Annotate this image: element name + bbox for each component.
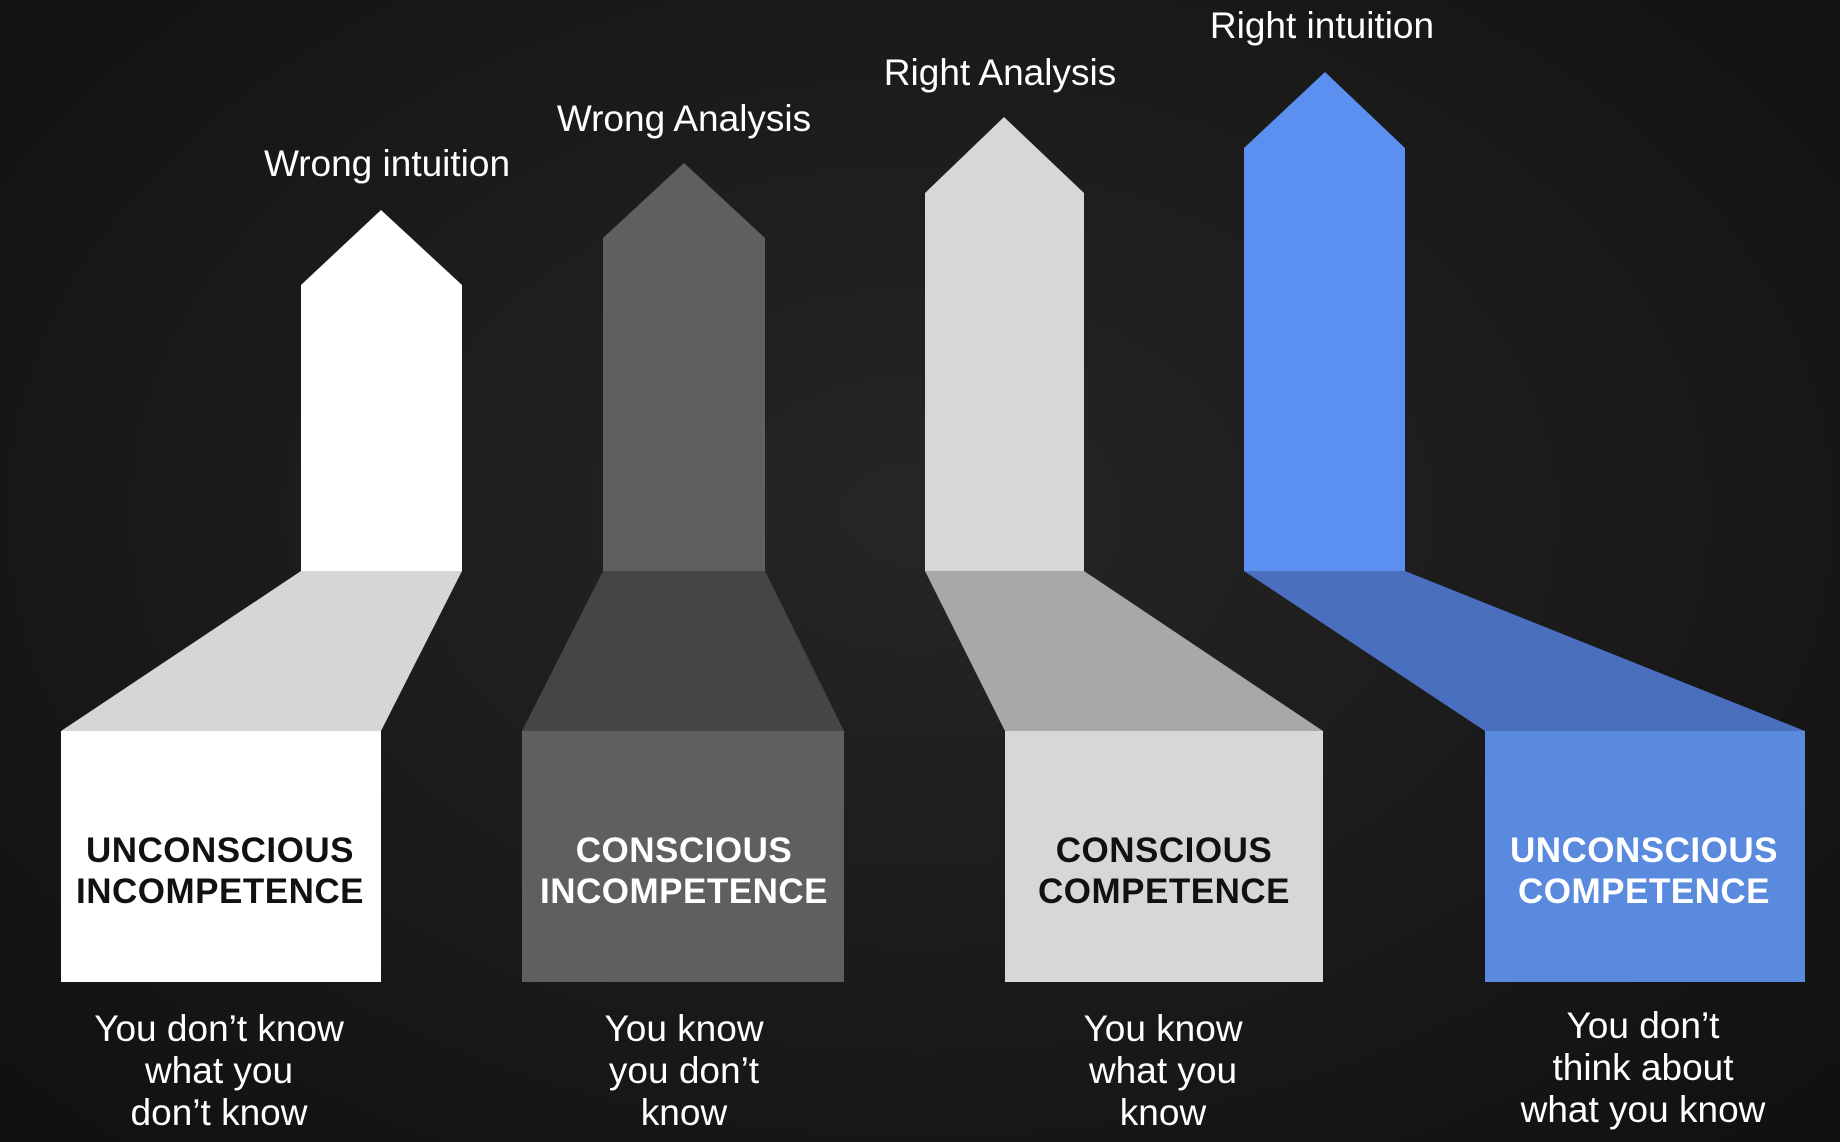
stage-label-unconscious-competence: UNCONSCIOUS COMPETENCE — [1510, 830, 1778, 912]
stage-label-line: COMPETENCE — [1518, 872, 1770, 911]
up-arrow-unconscious-competence — [1244, 72, 1405, 571]
description-line: don’t know — [130, 1092, 308, 1133]
stage-label-conscious-competence: CONSCIOUS COMPETENCE — [1038, 830, 1290, 912]
description-line: know — [1119, 1092, 1207, 1133]
stage-label-line: INCOMPETENCE — [76, 872, 364, 911]
up-arrow-conscious-competence — [925, 117, 1084, 571]
stage-unconscious-competence — [1244, 72, 1805, 982]
stage-conscious-incompetence — [522, 163, 844, 982]
description-unconscious-incompetence: You don’t know what you don’t know — [94, 1008, 344, 1134]
arrow-label-right-analysis: Right Analysis — [883, 52, 1117, 93]
stage-unconscious-incompetence — [61, 210, 462, 982]
stage-label-unconscious-incompetence: UNCONSCIOUS INCOMPETENCE — [76, 830, 364, 912]
stage-label-line: UNCONSCIOUS — [85, 831, 355, 870]
description-line: You know — [1083, 1008, 1243, 1049]
description-line: what you know — [1520, 1089, 1766, 1130]
box-conscious-competence — [1005, 731, 1323, 982]
description-conscious-incompetence: You know you don’t know — [604, 1008, 763, 1134]
stage-label-conscious-incompetence: CONSCIOUS INCOMPETENCE — [540, 830, 828, 912]
box-unconscious-incompetence — [61, 731, 381, 982]
description-line: You don’t know — [94, 1008, 344, 1049]
ramp-unconscious-incompetence — [61, 571, 462, 731]
stage-label-line: CONSCIOUS — [575, 831, 793, 870]
box-conscious-incompetence — [522, 731, 844, 982]
stage-label-line: COMPETENCE — [1038, 872, 1290, 911]
up-arrow-conscious-incompetence — [603, 163, 765, 571]
description-line: think about — [1552, 1047, 1734, 1088]
description-conscious-competence: You know what you know — [1083, 1008, 1242, 1134]
arrow-label-right-intuition: Right intuition — [1209, 5, 1435, 46]
description-unconscious-competence: You don’t think about what you know — [1521, 1005, 1766, 1131]
description-line: You don’t — [1566, 1005, 1720, 1046]
description-line: you don’t — [608, 1050, 760, 1091]
stage-label-line: CONSCIOUS — [1055, 831, 1273, 870]
ramp-conscious-competence — [925, 571, 1323, 731]
description-line: know — [640, 1092, 728, 1133]
description-line: You know — [604, 1008, 764, 1049]
box-unconscious-competence — [1485, 731, 1805, 982]
up-arrow-unconscious-incompetence — [301, 210, 462, 571]
arrow-label-wrong-analysis: Wrong Analysis — [556, 98, 812, 139]
ramp-unconscious-competence — [1244, 571, 1805, 731]
description-line: what you — [1088, 1050, 1238, 1091]
arrow-label-wrong-intuition: Wrong intuition — [263, 143, 511, 184]
stage-label-line: INCOMPETENCE — [540, 872, 828, 911]
stage-label-line: UNCONSCIOUS — [1509, 831, 1779, 870]
description-line: what you — [144, 1050, 294, 1091]
stage-conscious-competence — [925, 117, 1323, 982]
ramp-conscious-incompetence — [522, 571, 844, 731]
